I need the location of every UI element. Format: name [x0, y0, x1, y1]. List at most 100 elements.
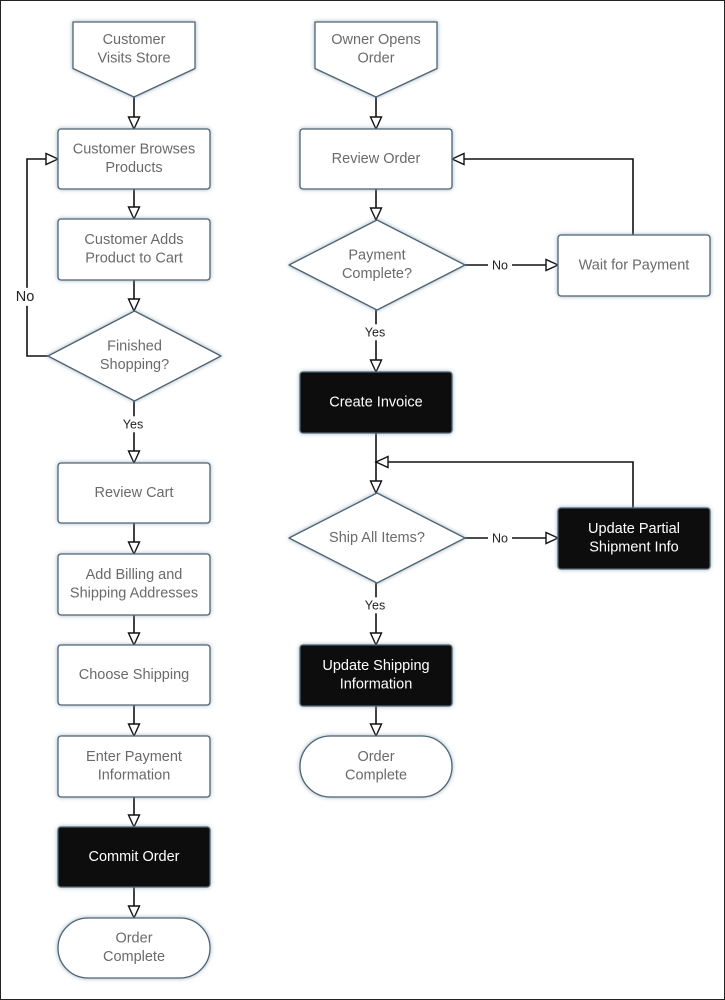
- node-label-line: Update Partial: [588, 521, 680, 537]
- node-create-invoice: Create Invoice: [299, 371, 453, 434]
- node-label-line: Shopping?: [100, 357, 169, 373]
- terminal-capsule: [299, 735, 453, 798]
- node-label-line: Visits Store: [97, 50, 170, 66]
- edge-partial-to-ship_all: [374, 455, 634, 508]
- arrowhead-icon: [369, 723, 383, 738]
- edge-label-no: No: [492, 258, 508, 272]
- node-label-line: Information: [340, 677, 413, 693]
- node-label-line: Order: [357, 50, 394, 66]
- edge-billing-to-choose_ship: [127, 615, 141, 647]
- edge-label-no: No: [492, 531, 508, 545]
- node-label-line: Complete: [345, 768, 407, 784]
- arrowhead-icon: [369, 359, 383, 374]
- edge-create_invoice-to-ship_all: [369, 433, 383, 495]
- edge-wait_payment-to-review_order: [450, 152, 634, 235]
- process-box: [557, 507, 711, 570]
- edge-label-yes: Yes: [123, 417, 143, 431]
- edge-label-background: [488, 257, 513, 274]
- node-label-line: Shipping Addresses: [70, 586, 198, 602]
- edge-finished-to-browse: [26, 152, 60, 357]
- edge-payment_info-to-commit: [127, 797, 141, 829]
- arrowhead-icon: [127, 905, 141, 920]
- arrowhead-icon: [450, 152, 465, 166]
- process-box: [299, 371, 453, 434]
- arrowhead-icon: [369, 207, 383, 222]
- node-label-line: Commit Order: [88, 849, 179, 865]
- terminal-capsule: [57, 917, 211, 979]
- edge-review_cart-to-billing: [127, 523, 141, 556]
- node-ship-all: Ship All Items?: [288, 492, 466, 584]
- node-review-cart: Review Cart: [57, 462, 211, 524]
- edge-label-background: [360, 324, 390, 341]
- connector-line: [464, 158, 634, 235]
- node-label-line: Complete?: [342, 266, 412, 282]
- node-label-line: Information: [98, 768, 171, 784]
- arrowhead-icon: [127, 450, 141, 465]
- node-label-line: Order: [357, 749, 394, 765]
- arrowhead-icon: [545, 531, 560, 545]
- node-label-line: Choose Shipping: [79, 667, 189, 683]
- arrowhead-icon: [369, 480, 383, 495]
- edge-review_order-to-payment_complete: [369, 189, 383, 222]
- node-label-line: Ship All Items?: [329, 530, 425, 546]
- edge-label-no: No: [16, 289, 35, 305]
- edge-update_ship-to-complete_right: [369, 706, 383, 738]
- decision-diamond: [47, 310, 222, 402]
- node-label-line: Customer: [103, 32, 166, 48]
- node-label-line: Finished: [107, 339, 162, 355]
- arrowhead-icon: [374, 455, 389, 469]
- process-box: [57, 735, 211, 798]
- process-box: [57, 218, 211, 281]
- arrowhead-icon: [127, 206, 141, 221]
- node-review-order: Review Order: [299, 128, 453, 190]
- node-wait-payment: Wait for Payment: [557, 234, 711, 297]
- process-box: [57, 644, 211, 706]
- arrowhead-icon: [127, 116, 141, 131]
- arrowhead-icon: [127, 723, 141, 738]
- node-label-line: Create Invoice: [329, 394, 423, 410]
- edge-commit-to-complete_left: [127, 887, 141, 920]
- arrowhead-icon: [127, 632, 141, 647]
- edge-label-background: [488, 530, 513, 547]
- node-label-line: Customer Adds: [84, 232, 183, 248]
- arrowhead-icon: [127, 298, 141, 313]
- edge-customer_visits-to-browse: [127, 97, 141, 131]
- edge-add_cart-to-finished: [127, 280, 141, 313]
- edge-choose_ship-to-payment_info: [127, 705, 141, 738]
- process-box: [557, 234, 711, 297]
- node-label-line: Payment: [348, 248, 405, 264]
- process-box: [57, 462, 211, 524]
- connector-line: [388, 461, 634, 508]
- node-label-line: Owner Opens: [331, 32, 420, 48]
- edge-label-background: [360, 597, 390, 614]
- node-label-line: Review Cart: [95, 485, 174, 501]
- arrowhead-icon: [127, 541, 141, 556]
- edge-browse-to-add_cart: [127, 189, 141, 221]
- offpage-connector: [314, 21, 438, 98]
- node-commit: Commit Order: [57, 826, 211, 888]
- process-box: [299, 644, 453, 707]
- node-choose-ship: Choose Shipping: [57, 644, 211, 706]
- node-label-line: Customer Browses: [73, 142, 195, 158]
- process-box: [57, 826, 211, 888]
- node-label-line: Enter Payment: [86, 749, 182, 765]
- edge-label-background: [11, 287, 39, 306]
- arrowhead-icon: [369, 116, 383, 131]
- node-label-line: Shipment Info: [589, 540, 678, 556]
- node-label-line: Complete: [103, 949, 165, 965]
- arrowhead-icon: [127, 814, 141, 829]
